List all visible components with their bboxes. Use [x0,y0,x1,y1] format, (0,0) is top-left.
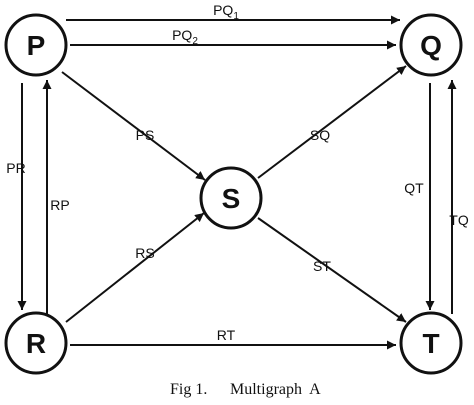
edge-label-tq: TQ [449,212,469,228]
node-s-label: S [222,183,241,214]
node-t: T [399,311,463,375]
edge-label-rt: RT [217,327,236,343]
edge-sq [257,65,407,179]
node-t-label: T [422,328,439,359]
edge-rs [65,212,205,323]
edge-label-pr: PR [6,160,25,176]
edge-label-pq1: PQ1 [213,2,239,22]
node-s: S [199,166,263,230]
edge-label-qt: QT [404,180,424,196]
node-r: R [4,311,68,375]
edge-label-rp: RP [50,197,69,213]
node-p: P [4,13,68,77]
edge-label-st: ST [313,258,331,274]
node-r-label: R [26,328,46,359]
edge-label-ps: PS [136,127,155,143]
edge-st [257,217,407,323]
edge-label-pq2: PQ2 [172,27,198,47]
edge-label-sq: SQ [310,127,330,143]
edge-label-rs: RS [135,245,154,261]
edge-ps [61,71,206,181]
node-p-label: P [27,30,46,61]
node-q-label: Q [420,30,442,61]
figure-number: Fig 1. [170,381,207,398]
figure-caption: Multigraph A [230,381,321,398]
node-q: Q [399,13,463,77]
